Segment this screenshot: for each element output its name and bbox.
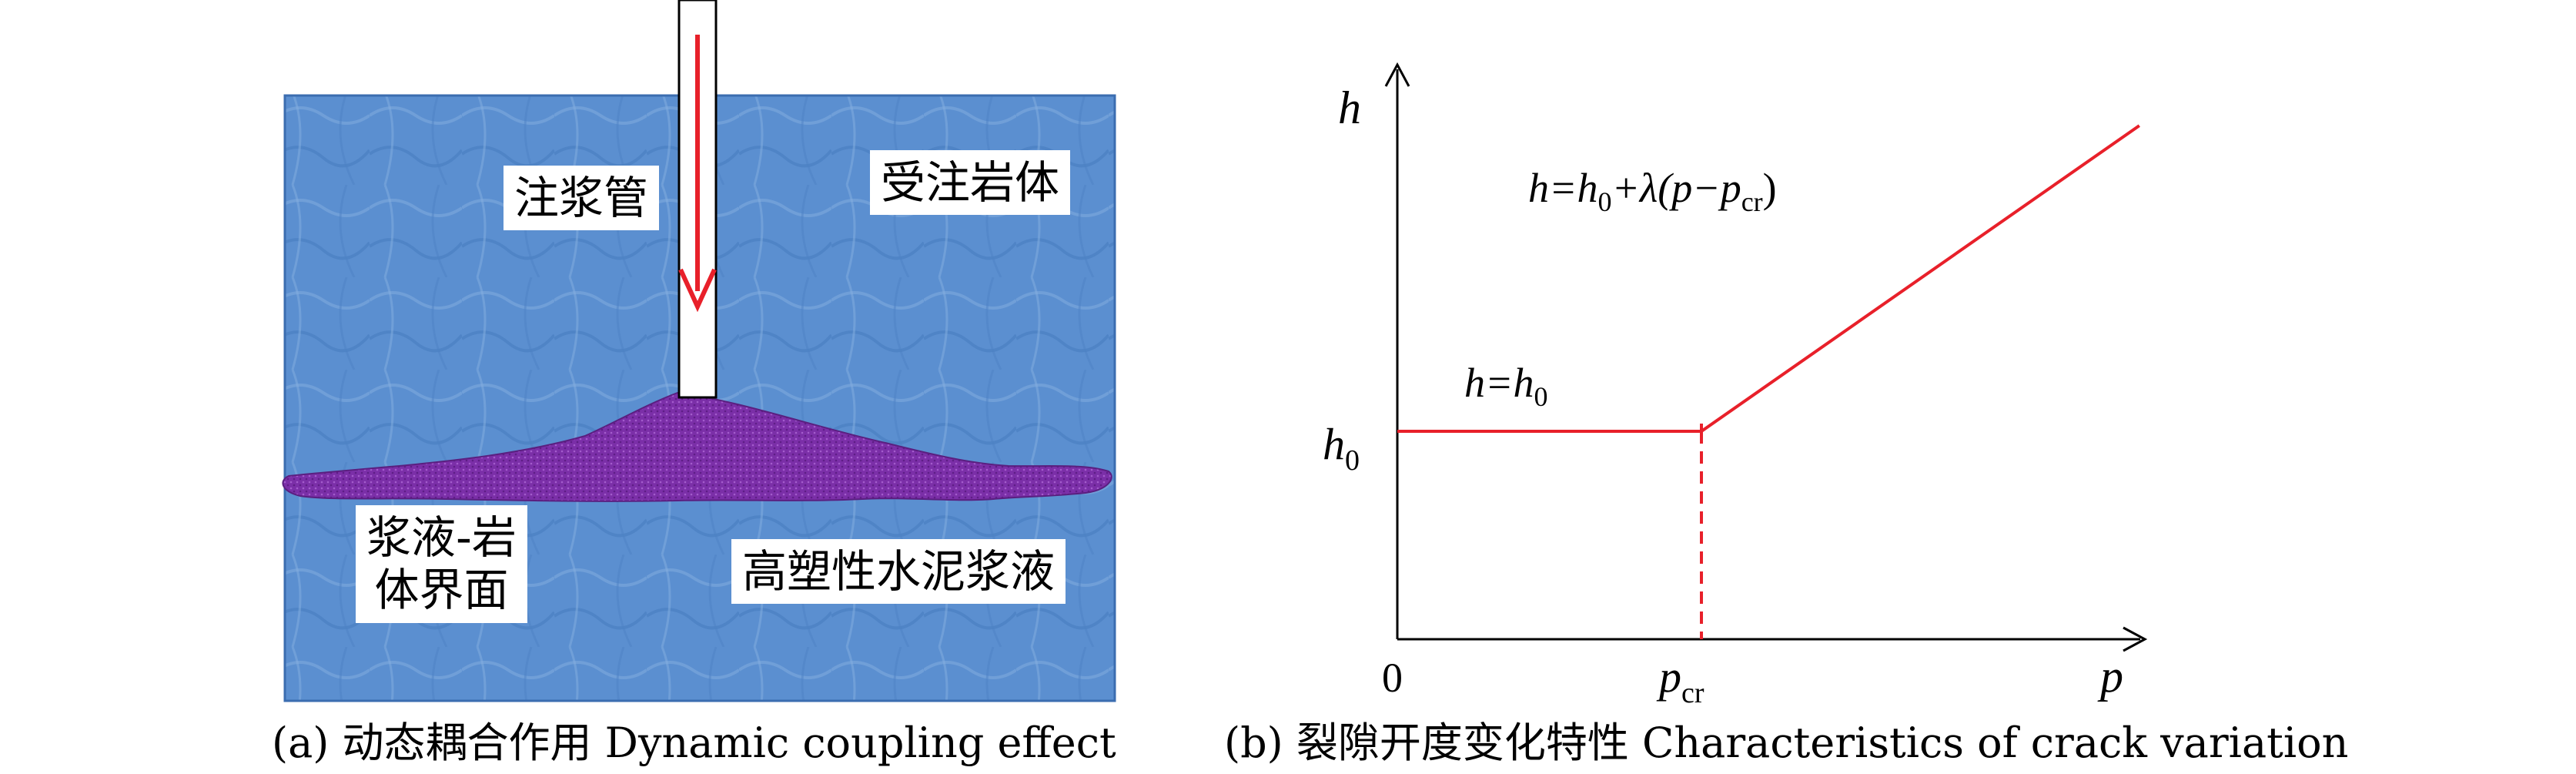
h0-tick-label: h0 (1323, 419, 1360, 477)
rock-mass-label: 受注岩体 (870, 150, 1071, 216)
x-axis-arrow (2123, 626, 2148, 652)
interface-label: 浆液-岩 体界面 (356, 505, 527, 623)
eq-linear: h=h0+λ(p−pcr) (1528, 165, 1777, 217)
interface-label-line2: 体界面 (374, 564, 509, 617)
origin-label: 0 (1382, 655, 1403, 701)
slurry-label: 高塑性水泥浆液 (731, 539, 1066, 605)
eq-constant: h=h0 (1464, 360, 1547, 412)
pcr-tick-label: pcr (1656, 652, 1705, 709)
caption-a: (a) 动态耦合作用 Dynamic coupling effect (272, 719, 1116, 767)
flow-arrow-head (678, 268, 717, 313)
grouting-pipe-label: 注浆管 (503, 166, 660, 231)
interface-label-line1: 浆液-岩 (366, 511, 517, 564)
slurry-body (282, 391, 1112, 502)
x-axis-label: p (2097, 651, 2123, 702)
y-axis-arrow (1384, 62, 1410, 87)
chart-marks (1397, 124, 2140, 639)
y-axis-label: h (1338, 82, 1361, 133)
caption-b: (b) 裂隙开度变化特性 Characteristics of crack va… (1224, 719, 2349, 767)
